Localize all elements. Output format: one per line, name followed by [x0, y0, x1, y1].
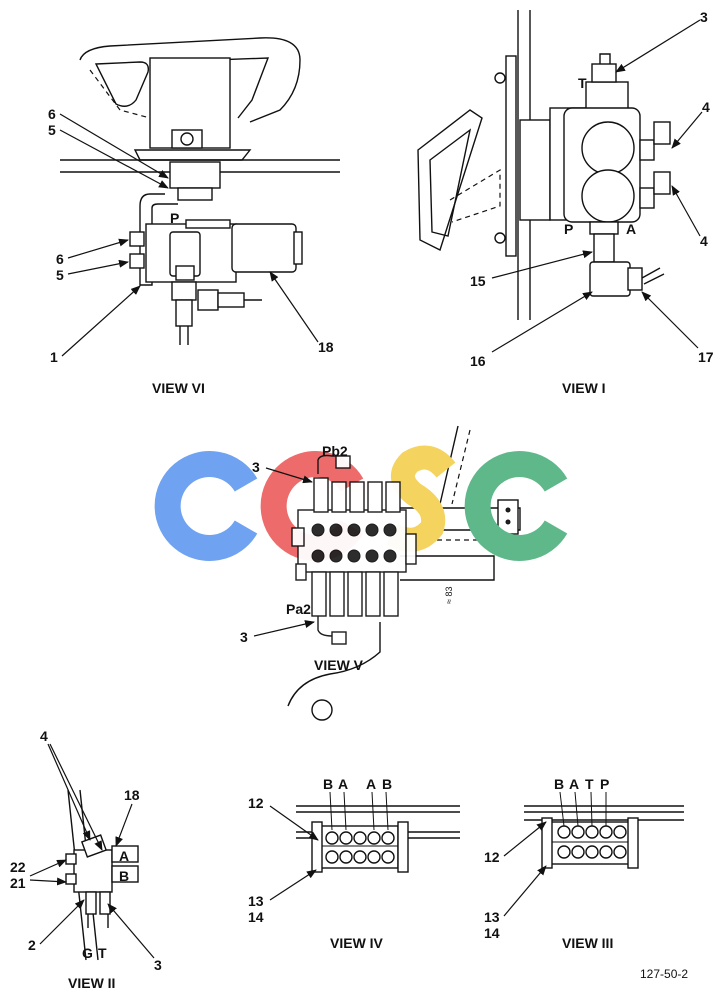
view-ii-port-b: B: [119, 868, 129, 884]
view-iii-port-t: T: [585, 776, 594, 792]
view-i-callout-16: 16: [470, 353, 486, 369]
view-v: Pb2 Pa2 3 3 ≈ 83 VIEW V: [154, 425, 568, 721]
view-ii-port-a: A: [119, 848, 129, 864]
view-ii-callout-21: 21: [10, 875, 26, 891]
view-iv-port-b2: B: [382, 776, 392, 792]
view-iii-callout-14: 14: [484, 925, 500, 941]
logo: [154, 445, 568, 561]
view-vi-title: VIEW VI: [152, 380, 205, 396]
view-vi-callout-6b: 6: [56, 251, 64, 267]
view-vi-bracket: [139, 193, 178, 286]
view-v-callout-3a: 3: [252, 459, 260, 475]
view-vi-valve: [129, 219, 303, 345]
view-v-small-mark: ≈ 83: [444, 587, 454, 604]
view-iii-callout-13: 13: [484, 909, 500, 925]
view-iii-port-p: P: [600, 776, 609, 792]
view-ii-callout-2: 2: [28, 937, 36, 953]
view-vi-port-p: P: [170, 210, 179, 226]
view-i-frame: [417, 55, 551, 257]
view-v-valve-bank: [291, 454, 417, 645]
view-vi: P 6 5 6 5 1 18 VIEW VI: [48, 37, 340, 396]
view-ii-valve: [65, 834, 139, 928]
view-vi-callout-5a: 5: [48, 122, 56, 138]
view-iii: B A T P 12 13 14 VIEW III: [484, 776, 684, 951]
view-iii-port-b: B: [554, 776, 564, 792]
view-vi-callout-6a: 6: [48, 106, 56, 122]
view-ii: A B G T 4 18 22 21 2 3 VIEW II: [10, 728, 162, 991]
view-iii-port-a: A: [569, 776, 579, 792]
logo-letter-c3: [464, 451, 568, 561]
view-ii-port-g: G: [82, 945, 93, 961]
logo-letter-s: [385, 445, 456, 552]
view-ii-port-t: T: [98, 945, 107, 961]
view-iv-title: VIEW IV: [330, 935, 384, 951]
view-i-port-a: A: [626, 221, 636, 237]
view-i-callout-4a: 4: [702, 99, 710, 115]
view-iii-block: [541, 791, 639, 869]
view-i-callout-4b: 4: [700, 233, 708, 249]
view-iv-callout-12: 12: [248, 795, 264, 811]
view-iv-callout-13: 13: [248, 893, 264, 909]
view-v-port-pa2: Pa2: [286, 601, 311, 617]
view-v-port-pb2: Pb2: [322, 443, 348, 459]
view-i-valve: [549, 53, 671, 297]
drawing-number: 127-50-2: [640, 967, 688, 981]
logo-letter-c1: [154, 451, 258, 561]
view-iv-port-a2: A: [366, 776, 376, 792]
view-ii-callout-3: 3: [154, 957, 162, 973]
view-i-title: VIEW I: [562, 380, 606, 396]
view-iv-port-a1: A: [338, 776, 348, 792]
view-ii-title: VIEW II: [68, 975, 115, 991]
view-vi-callout-5b: 5: [56, 267, 64, 283]
view-i-callout-17: 17: [698, 349, 714, 365]
view-iv-port-b1: B: [323, 776, 333, 792]
view-vi-callout-18: 18: [318, 339, 334, 355]
view-iii-title: VIEW III: [562, 935, 613, 951]
view-vi-floor-plate: [60, 159, 340, 201]
view-i-callout-3: 3: [700, 9, 708, 25]
view-i-port-t: T: [578, 75, 587, 91]
view-ii-callout-18: 18: [124, 787, 140, 803]
view-vi-callout-1: 1: [50, 349, 58, 365]
view-iii-callout-12: 12: [484, 849, 500, 865]
view-vi-seat: [79, 37, 301, 161]
view-ii-callout-22: 22: [10, 859, 26, 875]
view-iv-block: [311, 791, 409, 873]
view-v-title: VIEW V: [314, 657, 364, 673]
view-iv: B A A B 12 13 14 VIEW IV: [248, 776, 460, 951]
view-i-callout-15: 15: [470, 273, 486, 289]
view-v-callout-3b: 3: [240, 629, 248, 645]
view-i: T P A 3 4 4 15 16 17 VIEW I: [417, 9, 714, 396]
view-iv-callout-14: 14: [248, 909, 264, 925]
view-i-port-p: P: [564, 221, 573, 237]
view-ii-callout-4: 4: [40, 728, 48, 744]
